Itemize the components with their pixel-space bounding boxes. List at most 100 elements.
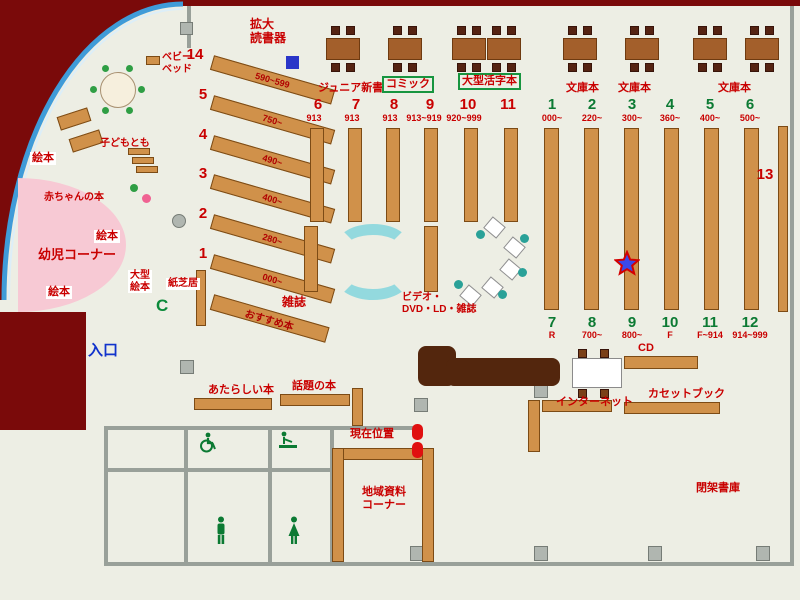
infant-corner-label: 幼児コーナー <box>38 247 117 262</box>
pillar <box>648 546 662 561</box>
shelf-range-label: F <box>667 330 673 340</box>
shelf-range-label: 800~ <box>621 330 643 340</box>
kids-step-shelf <box>136 166 158 173</box>
shelf-number: 9 <box>425 96 435 113</box>
topic-books-label: 話題の本 <box>292 380 336 392</box>
stool-icon <box>138 86 145 93</box>
shelf-number: 5 <box>705 96 715 113</box>
shelf-column <box>664 128 679 310</box>
service-counter <box>446 358 560 386</box>
shelf-range-label: 913 <box>382 113 398 123</box>
table-icon <box>625 38 659 60</box>
chair-icon <box>472 26 481 35</box>
cassette-book-label: カセットブック <box>648 388 725 400</box>
l-shelf <box>528 400 540 452</box>
topic-books-shelf <box>280 394 350 406</box>
internet-label: インターネット <box>556 396 633 408</box>
round-table <box>100 72 136 108</box>
chair-icon <box>713 26 722 35</box>
shelf-range-label: 000~ <box>261 271 284 287</box>
table-icon <box>388 38 422 60</box>
chair-icon <box>600 389 609 398</box>
shelf-number: 5 <box>198 86 208 103</box>
stool-icon <box>520 234 529 243</box>
shelf-range-label: 360~ <box>659 113 681 123</box>
chair-icon <box>393 26 402 35</box>
shelf-number: 4 <box>198 126 208 143</box>
baby-changing-icon <box>279 431 297 448</box>
stool-icon <box>102 65 109 72</box>
shelf-number: 12 <box>741 314 759 331</box>
curved-bench <box>336 256 410 300</box>
stool-icon <box>90 86 97 93</box>
round-pillar <box>172 214 186 228</box>
closed-stacks-label: 閉架書庫 <box>696 482 740 494</box>
table-icon <box>326 38 360 60</box>
shelf-column <box>584 128 599 310</box>
shelf-range-label: 490~ <box>261 152 284 168</box>
shelf-number: 14 <box>186 46 204 63</box>
chair-icon <box>750 63 759 72</box>
stool-icon <box>518 268 527 277</box>
stool-icon <box>126 107 133 114</box>
chair-icon <box>578 389 587 398</box>
top-wall <box>183 0 800 6</box>
stool-icon <box>102 107 109 114</box>
wheelchair-icon <box>200 432 216 453</box>
chair-icon <box>331 63 340 72</box>
rooms-divider-2 <box>268 426 272 566</box>
shelf-column <box>348 128 362 222</box>
shelf-range-label: 913~919 <box>406 113 442 123</box>
chair-icon <box>568 63 577 72</box>
reading-table-group <box>693 26 727 72</box>
shelf-13 <box>778 126 788 312</box>
pillar <box>534 384 548 398</box>
chair-icon <box>698 26 707 35</box>
shelf-range-label: 914~999 <box>732 330 768 340</box>
baby-books-label: 赤ちゃんの本 <box>44 192 104 203</box>
cd-shelf <box>624 356 698 369</box>
shelf-range-label: 750~ <box>261 112 284 128</box>
bunko-label: 文庫本 <box>566 82 599 94</box>
stool-icon <box>130 184 138 192</box>
magnifier-device-icon <box>286 56 299 69</box>
shelf-range-label: 590~599 <box>254 70 291 90</box>
pillar <box>534 546 548 561</box>
shelf-range-label: 700~ <box>581 330 603 340</box>
shelf-number: 8 <box>587 314 597 331</box>
pillar <box>180 360 194 374</box>
chair-icon <box>346 63 355 72</box>
chair-icon <box>600 349 609 358</box>
bunko-label: 文庫本 <box>718 82 751 94</box>
shelf-number: 6 <box>313 96 323 113</box>
table-icon <box>693 38 727 60</box>
reading-table-group <box>563 26 597 72</box>
stool-icon <box>476 230 485 239</box>
shelf-number: 7 <box>547 314 557 331</box>
chair-icon <box>630 63 639 72</box>
l-shelf <box>542 400 612 412</box>
chair-icon <box>457 26 466 35</box>
mens-toilet-icon <box>217 516 225 544</box>
chair-icon <box>472 63 481 72</box>
rooms-mid-wall <box>104 468 334 472</box>
pillar <box>414 398 428 412</box>
shelf-number: 1 <box>198 245 208 262</box>
chair-icon <box>630 26 639 35</box>
shelf-column <box>310 128 324 222</box>
reading-table-group <box>487 26 521 72</box>
large-print-label: 大型活字本 <box>458 73 521 90</box>
rooms-divider-1 <box>184 426 188 566</box>
reading-table-group <box>452 26 486 72</box>
shelf-range-label: R <box>548 330 556 340</box>
womens-toilet-icon <box>288 516 300 544</box>
entrance-label: 入口 <box>88 342 119 359</box>
rooms-top-wall <box>104 426 334 430</box>
c-mark: C <box>156 296 169 315</box>
shelf-number: 3 <box>198 165 208 182</box>
cd-label: CD <box>638 342 654 354</box>
shelf-number: 2 <box>587 96 597 113</box>
shelf-range-label: 220~ <box>581 113 603 123</box>
shelf-column <box>544 128 559 310</box>
